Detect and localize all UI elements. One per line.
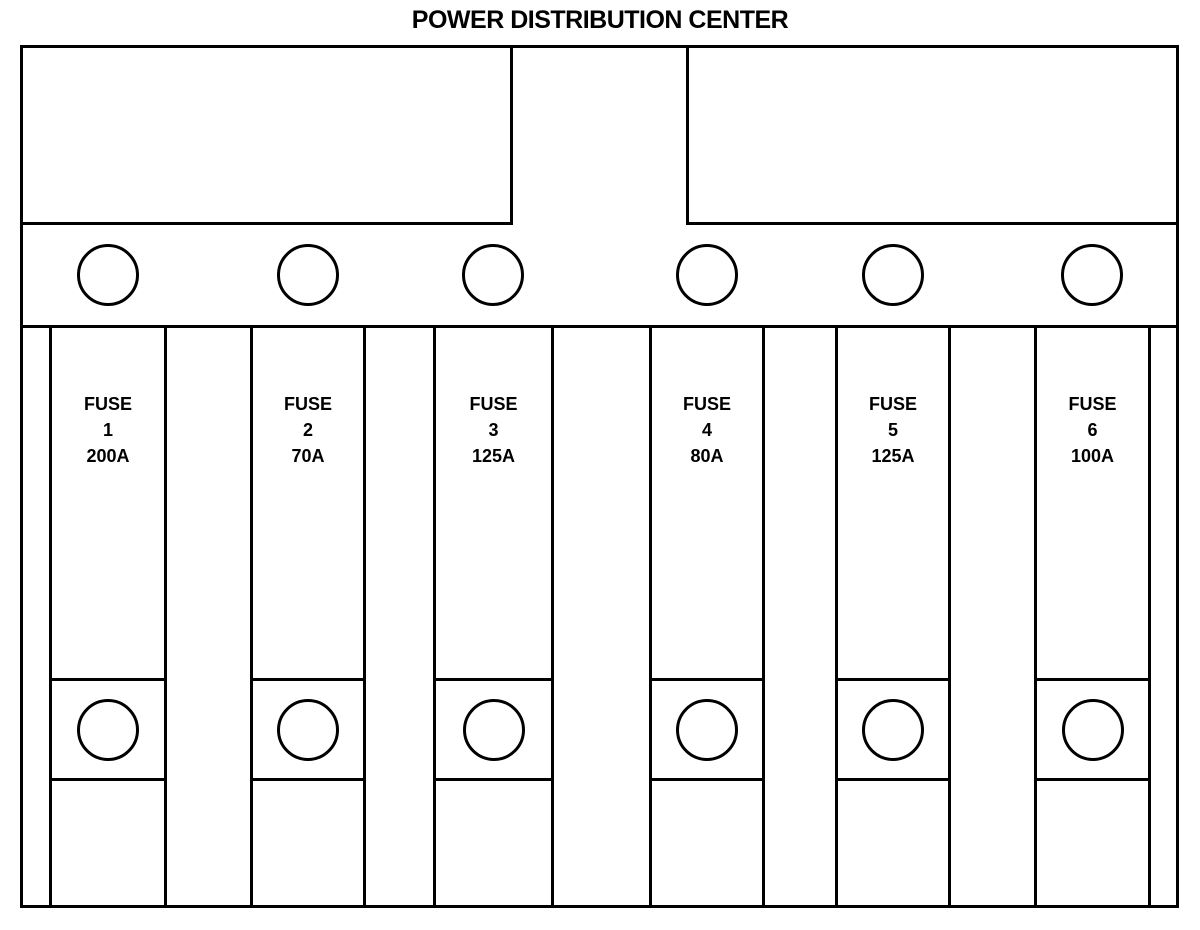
- fuse-name: FUSE: [868, 394, 917, 414]
- fuse-number: 4: [701, 420, 712, 440]
- fuse-amperage: 125A: [471, 446, 516, 466]
- fuse-label: FUSE 5 125A: [838, 391, 948, 469]
- fuse-column-2: FUSE 2 70A: [250, 325, 366, 908]
- fuse-number: 1: [102, 420, 113, 440]
- mounting-stud-circle-2: [277, 244, 339, 306]
- mounting-stud-circle-5: [862, 244, 924, 306]
- fuse-number: 6: [1087, 420, 1098, 440]
- fuse-amperage: 200A: [86, 446, 130, 466]
- fuse-terminal-circle: [462, 698, 525, 761]
- fuse-column-4: FUSE 4 80A: [649, 325, 765, 908]
- fuse-terminal-box: [1037, 678, 1148, 781]
- fuse-terminal-box: [253, 678, 363, 781]
- fuse-number: 2: [302, 420, 313, 440]
- fuse-terminal-box: [52, 678, 164, 781]
- mounting-stud-circle-1: [77, 244, 139, 306]
- fuse-terminal-circle: [1061, 698, 1124, 761]
- fuse-label: FUSE 3 125A: [436, 391, 551, 469]
- fuse-name: FUSE: [283, 394, 332, 414]
- fuse-number: 3: [488, 420, 499, 440]
- fuse-name: FUSE: [682, 394, 731, 414]
- fuse-terminal-box: [436, 678, 551, 781]
- header-block-left: [20, 45, 513, 225]
- fuse-terminal-circle: [277, 698, 339, 761]
- fuse-column-5: FUSE 5 125A: [835, 325, 951, 908]
- fuse-terminal-circle: [77, 698, 139, 761]
- fuse-amperage: 80A: [690, 446, 724, 466]
- fuse-terminal-box: [652, 678, 762, 781]
- fuse-terminal-circle: [676, 698, 738, 761]
- fuse-label: FUSE 6 100A: [1037, 391, 1148, 469]
- fuse-amperage: 100A: [1070, 446, 1115, 466]
- fuse-column-1: FUSE 1 200A: [49, 325, 167, 908]
- fuse-number: 5: [887, 420, 898, 440]
- fuse-name: FUSE: [83, 394, 132, 414]
- diagram-title: POWER DISTRIBUTION CENTER: [411, 6, 789, 34]
- fuse-terminal-circle: [862, 698, 924, 761]
- pdc-outline: [20, 45, 1179, 908]
- fuse-amperage: 70A: [291, 446, 325, 466]
- fuse-column-3: FUSE 3 125A: [433, 325, 554, 908]
- fuse-name: FUSE: [1068, 394, 1117, 414]
- stud-row-divider: [20, 325, 1179, 328]
- fuse-label: FUSE 2 70A: [253, 391, 363, 469]
- fuse-terminal-box: [838, 678, 948, 781]
- fuse-amperage: 125A: [871, 446, 915, 466]
- mounting-stud-circle-3: [462, 244, 524, 306]
- fuse-label: FUSE 1 200A: [52, 391, 164, 469]
- fuse-column-6: FUSE 6 100A: [1034, 325, 1151, 908]
- mounting-stud-circle-4: [676, 244, 738, 306]
- fuse-name: FUSE: [469, 394, 518, 414]
- mounting-stud-circle-6: [1061, 244, 1123, 306]
- fuse-label: FUSE 4 80A: [652, 391, 762, 469]
- header-block-right: [686, 45, 1179, 225]
